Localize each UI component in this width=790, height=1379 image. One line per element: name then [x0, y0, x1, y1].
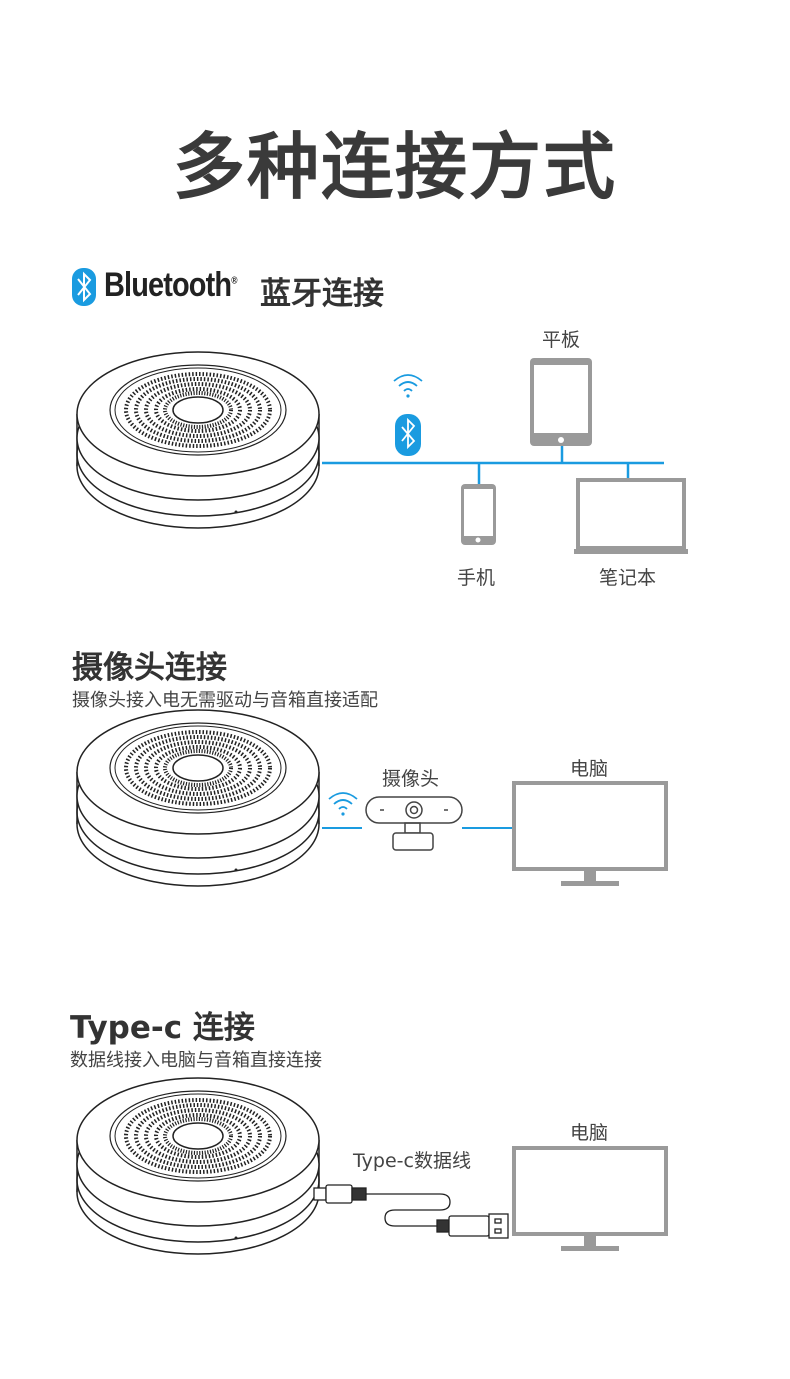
wifi-icon: [328, 792, 358, 817]
typec-description: 数据线接入电脑与音箱直接连接: [70, 1050, 322, 1071]
tablet-icon: [530, 358, 592, 446]
speaker-image: [75, 708, 321, 888]
wifi-icon: [393, 374, 423, 399]
camera-heading: 摄像头连接: [72, 650, 227, 686]
typec-cable-icon: [313, 1184, 509, 1239]
page-title: 多种连接方式: [172, 125, 617, 209]
computer-label: 电脑: [570, 1122, 609, 1144]
camera-description: 摄像头接入电无需驱动与音箱直接适配: [72, 690, 378, 711]
camera-label: 摄像头: [382, 768, 440, 790]
typec-heading: Type-c 连接: [70, 1010, 255, 1046]
computer-label: 电脑: [570, 758, 609, 780]
webcam-icon: [365, 796, 463, 851]
bluetooth-wordmark: Bluetooth®: [104, 266, 238, 304]
bluetooth-heading: 蓝牙连接: [260, 276, 384, 312]
speaker-image: [75, 1076, 321, 1256]
phone-icon: [461, 484, 496, 545]
bluetooth-logo-icon: [72, 268, 96, 306]
phone-label: 手机: [457, 567, 496, 589]
connection-lines: [322, 445, 664, 484]
cable-label: Type-c数据线: [353, 1150, 471, 1172]
speaker-image: [75, 350, 321, 530]
computer-monitor-icon: [512, 781, 668, 888]
laptop-icon: [574, 478, 688, 554]
computer-monitor-icon: [512, 1146, 668, 1253]
laptop-label: 笔记本: [599, 567, 657, 589]
tablet-label: 平板: [542, 329, 581, 351]
bluetooth-icon: [395, 414, 421, 456]
